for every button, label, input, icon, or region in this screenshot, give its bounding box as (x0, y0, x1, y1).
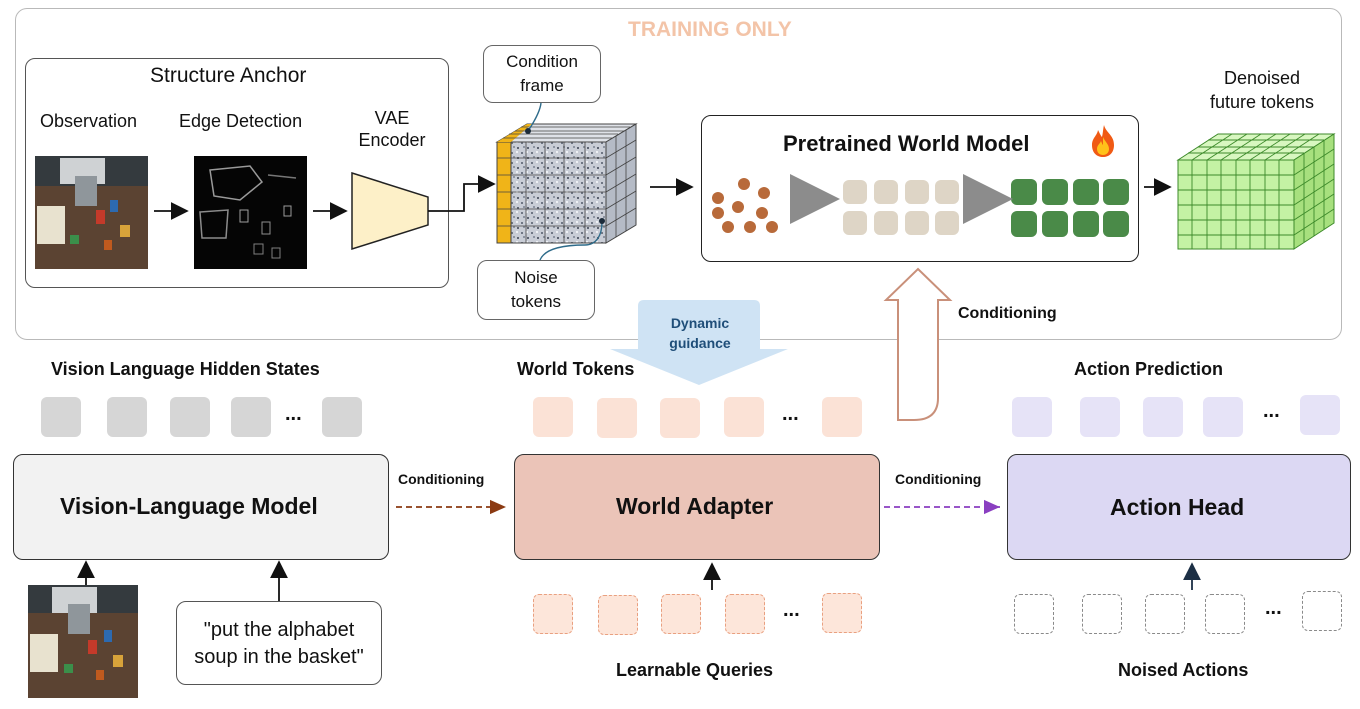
vae-encoder-label: VAE Encoder (352, 107, 432, 151)
beige-token (874, 180, 898, 204)
green-token (1073, 211, 1099, 237)
hidden-state-token (107, 397, 147, 437)
noise-line1: Noise (514, 268, 558, 287)
green-token (1103, 179, 1129, 205)
condition-line1: Condition (506, 52, 578, 71)
noised-action-token (1014, 594, 1054, 634)
vision-language-model-label: Vision-Language Model (60, 493, 318, 519)
conditioning-up-label: Conditioning (958, 305, 1057, 322)
hidden-state-token (170, 397, 210, 437)
beige-token (843, 180, 867, 204)
world-token (660, 398, 700, 438)
beige-token (843, 211, 867, 235)
structure-anchor-title: Structure Anchor (150, 64, 307, 87)
observation-label: Observation (40, 111, 138, 131)
vision-language-model-box (13, 454, 389, 560)
action-token (1143, 397, 1183, 437)
conditioning-hollow-arrow (883, 267, 953, 421)
dynamic-guidance-arrow (610, 300, 788, 385)
world-adapter-label: World Adapter (616, 493, 774, 519)
world-adapter-box (514, 454, 880, 560)
hidden-state-token (322, 397, 362, 437)
ellipsis: ... (782, 403, 799, 425)
action-token (1012, 397, 1052, 437)
vae-line1: VAE (374, 108, 410, 128)
noised-action-token (1082, 594, 1122, 634)
ellipsis: ... (1263, 400, 1280, 422)
ellipsis: ... (1265, 597, 1282, 619)
world-model-title: Pretrained World Model (783, 131, 1030, 156)
language-prompt-box: "put the alphabet soup in the basket" (176, 601, 382, 685)
green-token (1103, 211, 1129, 237)
prompt-line2: soup in the basket" (194, 646, 364, 668)
green-token (1073, 179, 1099, 205)
prompt-line1: "put the alphabet (203, 619, 355, 641)
noise-line2: tokens (510, 292, 562, 311)
dynamic-guidance-label: Dynamic guidance (660, 313, 740, 353)
action-token (1080, 397, 1120, 437)
vl-hidden-states-title: Vision Language Hidden States (51, 359, 320, 379)
latent-cube (495, 123, 638, 244)
learnable-query-token (533, 594, 573, 634)
ellipsis: ... (285, 403, 302, 425)
edge-detection-image (194, 156, 307, 269)
learnable-query-token (725, 594, 765, 634)
dynamic-line2: guidance (669, 335, 731, 351)
learnable-query-token (822, 593, 862, 633)
condition-line2: frame (520, 76, 564, 95)
learnable-query-token (661, 594, 701, 634)
denoised-tokens-block (1176, 133, 1336, 250)
beige-token (874, 211, 898, 235)
action-head-label: Action Head (1110, 494, 1245, 520)
noised-action-token (1205, 594, 1245, 634)
dynamic-line1: Dynamic (670, 315, 730, 331)
noise-tokens-callout: Noise tokens (477, 260, 595, 320)
world-token (533, 397, 573, 437)
input-observation-image (28, 585, 138, 698)
action-head-box (1007, 454, 1351, 560)
condition-frame-callout: Condition frame (483, 45, 601, 103)
hidden-state-token (41, 397, 81, 437)
learnable-query-token (598, 595, 638, 635)
structure-anchor-box (25, 58, 449, 288)
green-token (1011, 211, 1037, 237)
denoised-label: Denoised future tokens (1172, 66, 1352, 114)
hidden-state-token (231, 397, 271, 437)
world-token (597, 398, 637, 438)
beige-token (905, 180, 929, 204)
ellipsis: ... (783, 599, 800, 621)
noised-actions-title: Noised Actions (1118, 660, 1249, 680)
vae-encoder-shape (351, 171, 429, 251)
conditioning-left-label: Conditioning (398, 471, 485, 487)
denoised-line2: future tokens (1209, 92, 1315, 112)
world-token (724, 397, 764, 437)
green-token (1042, 179, 1068, 205)
training-only-label: TRAINING ONLY (628, 18, 792, 41)
green-token (1042, 211, 1068, 237)
action-prediction-title: Action Prediction (1074, 359, 1224, 379)
fire-icon (1092, 125, 1114, 157)
action-token (1300, 395, 1340, 435)
observation-image (35, 156, 148, 269)
noise-particles (712, 178, 778, 233)
green-token (1011, 179, 1037, 205)
edge-detection-label: Edge Detection (179, 111, 303, 131)
conditioning-right-label: Conditioning (895, 471, 982, 487)
learnable-queries-title: Learnable Queries (616, 660, 774, 680)
world-model-box (701, 115, 1139, 262)
world-tokens-title: World Tokens (517, 359, 635, 379)
denoised-line1: Denoised (1223, 68, 1301, 88)
action-token (1203, 397, 1243, 437)
beige-token (905, 211, 929, 235)
noised-action-token (1145, 594, 1185, 634)
beige-token (935, 211, 959, 235)
noised-action-token (1302, 591, 1342, 631)
vae-line2: Encoder (358, 130, 426, 150)
world-token (822, 397, 862, 437)
beige-token (935, 180, 959, 204)
